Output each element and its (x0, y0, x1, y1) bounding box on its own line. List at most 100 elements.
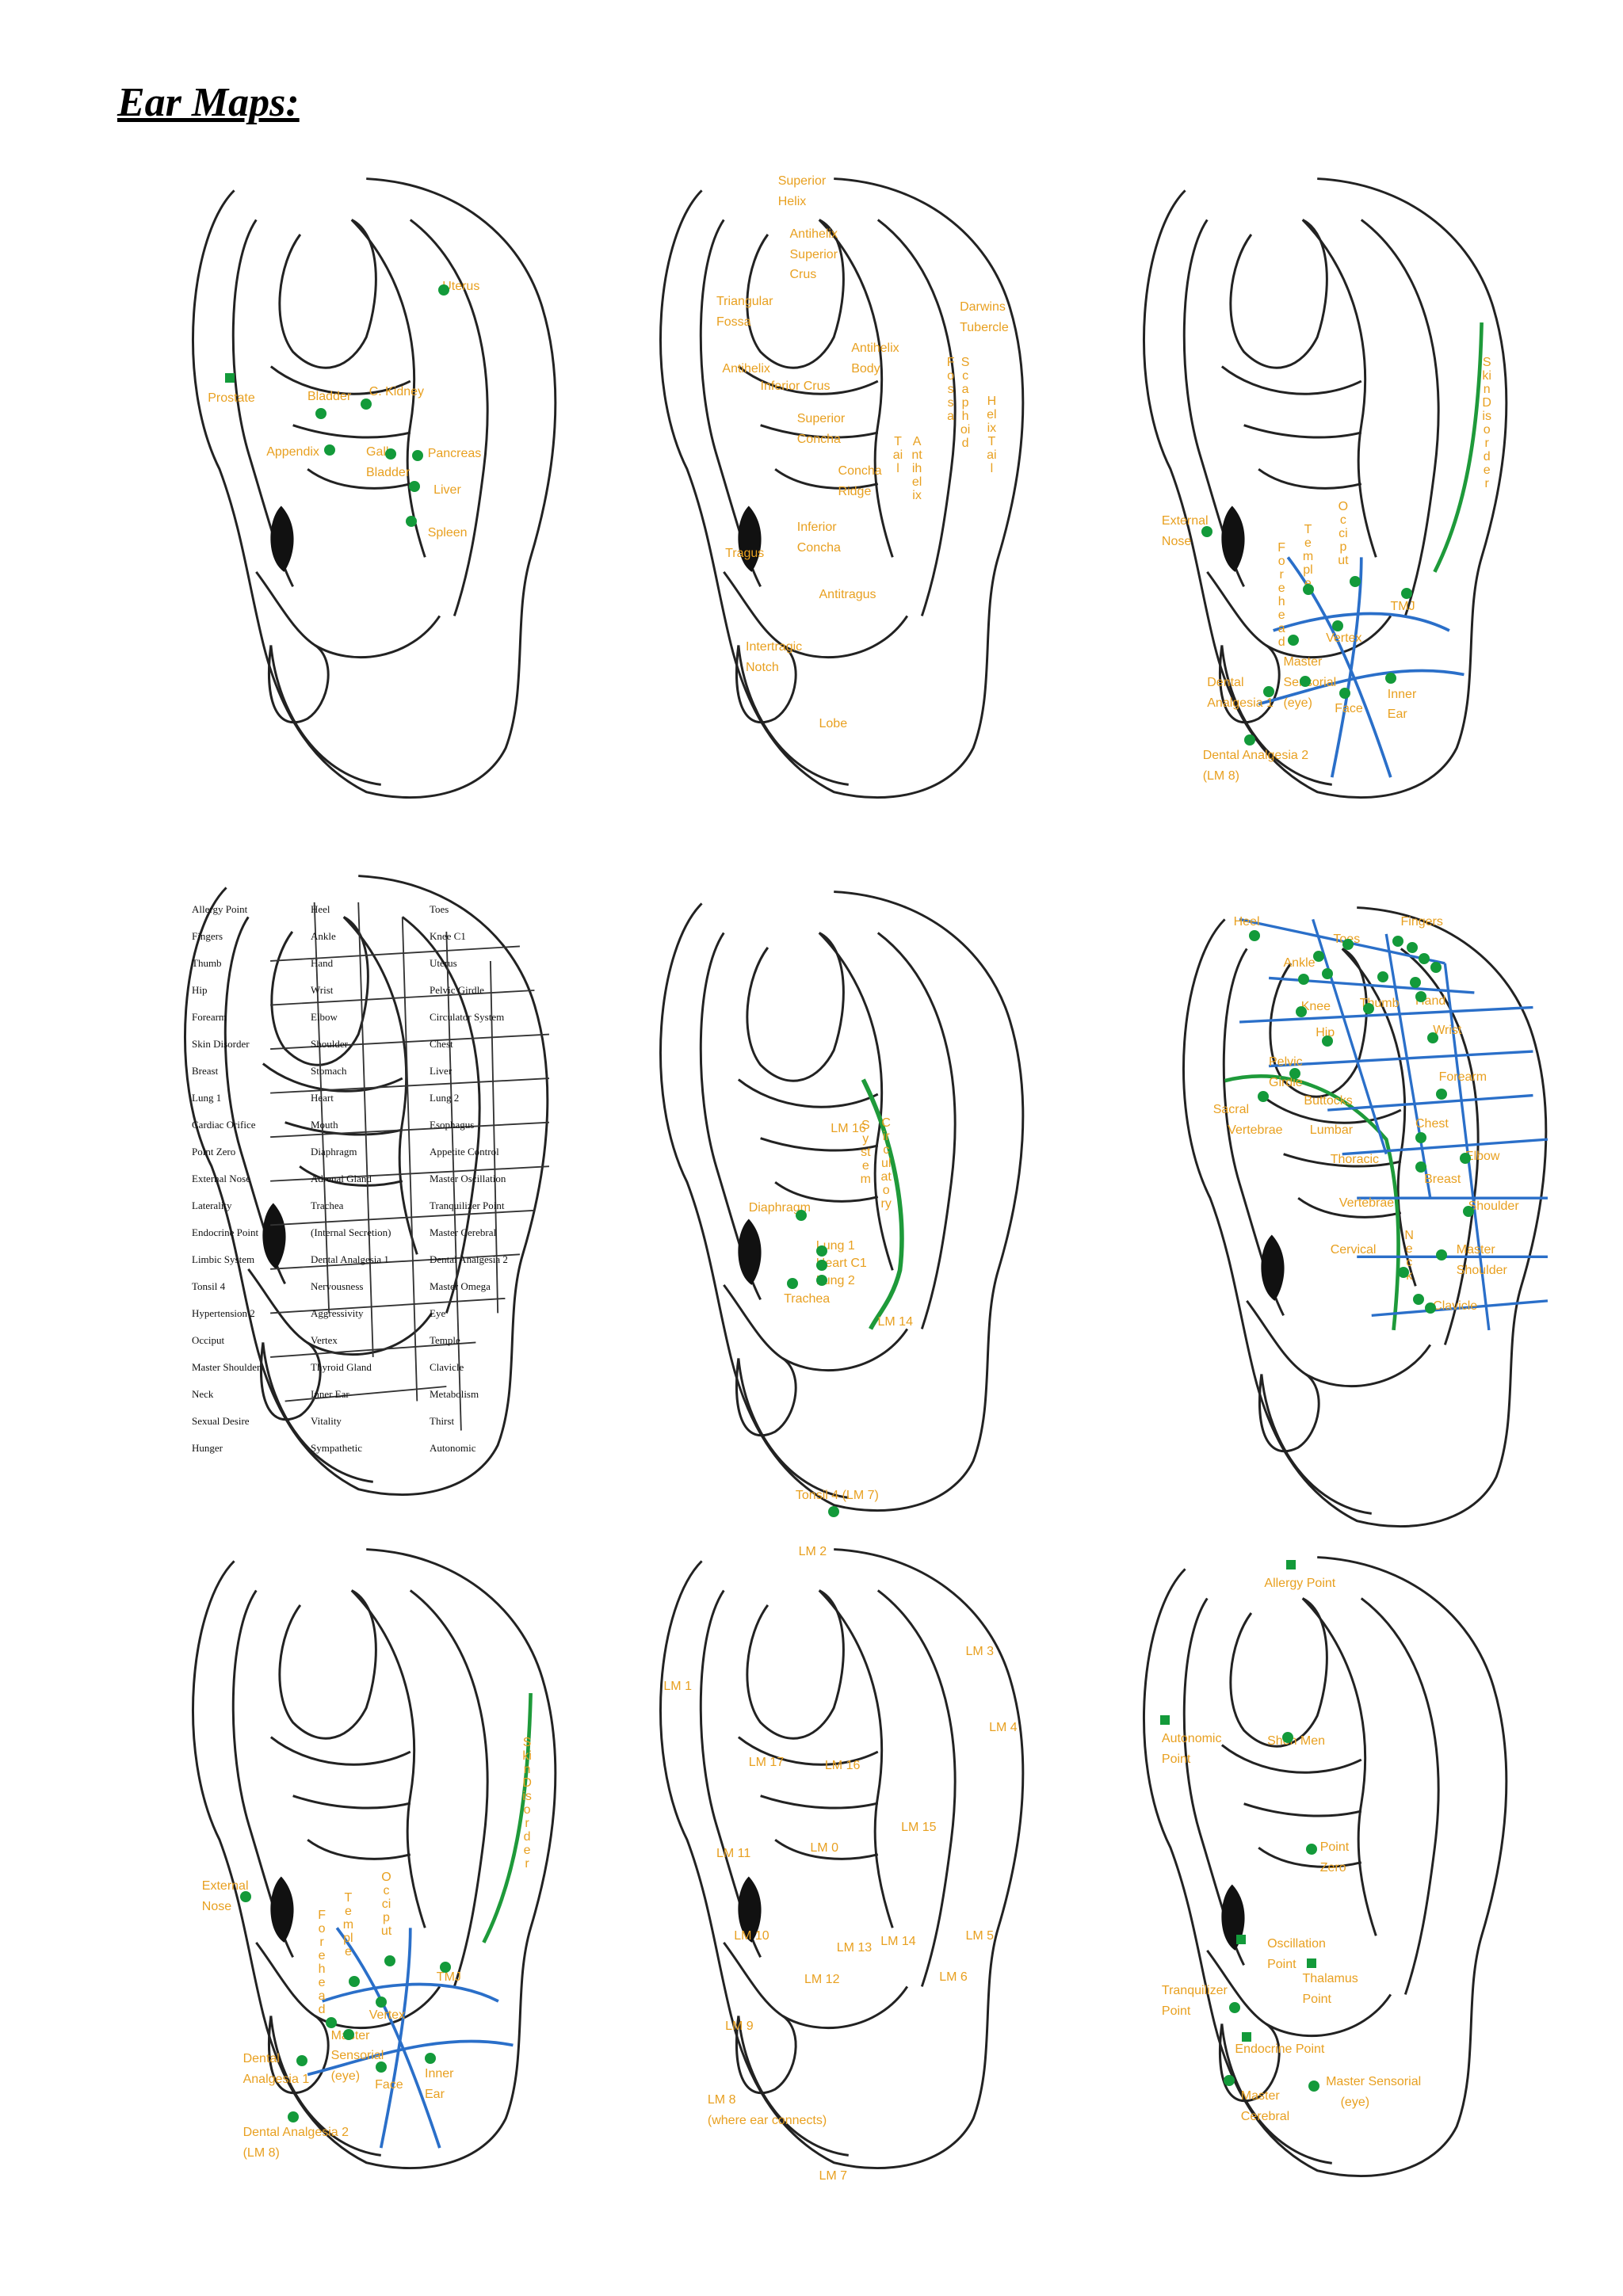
point-label: Ear (1387, 707, 1407, 722)
vertical-label: Fossa (946, 356, 955, 424)
point-label: Concha (796, 540, 841, 555)
ear-map-head: ExternalNoseTMJVertexMasterSensorial(eye… (1141, 174, 1537, 808)
point-label: Darwins (960, 300, 1006, 315)
acupoint-dot (816, 1260, 828, 1272)
reference-map-label: Hypertension 2 (192, 1307, 255, 1319)
point-label: LM 12 (804, 1973, 840, 1987)
acupoint-dot (1331, 620, 1343, 631)
point-label: Concha (796, 432, 841, 446)
reference-map-label: Thumb (192, 957, 222, 969)
acupoint-dot (438, 284, 450, 296)
point-label: Lobe (819, 716, 848, 730)
point-label: Inferior Crus (760, 379, 831, 393)
acupoint-dot (375, 2061, 387, 2073)
acupoint-square (1235, 1935, 1246, 1945)
acupoint-dot (787, 1277, 799, 1289)
acupoint-dot (816, 1245, 828, 1257)
acupoint-dot (439, 1961, 451, 1973)
point-label: Cervical (1330, 1243, 1377, 1257)
reference-map-label: Vitality (311, 1415, 342, 1427)
vertical-label: Neck (1404, 1228, 1414, 1283)
point-label: TMJ (436, 1970, 461, 1984)
point-label: Dental Analgesia 2 (1202, 749, 1309, 763)
reference-map-label: Point Zero (192, 1146, 236, 1158)
reference-map-label: Master Cerebral (430, 1226, 497, 1238)
point-label: Buttocks (1304, 1093, 1353, 1108)
point-label: Heel (1233, 914, 1260, 929)
ear-canal (270, 1876, 294, 1943)
point-label: LM 16 (824, 1759, 861, 1773)
point-label: Master (1283, 654, 1323, 669)
point-label: Point (1161, 2004, 1191, 2018)
point-label: Wrist (1433, 1023, 1462, 1037)
reference-map-label: Dental Analgesia 2 (430, 1253, 508, 1265)
acupoint-dot (287, 2111, 299, 2122)
point-label: LM 4 (989, 1721, 1018, 1734)
point-label: Dental (1207, 675, 1244, 689)
point-label: Superior (796, 411, 846, 425)
point-label: Vertebrae (1228, 1123, 1283, 1137)
vertical-label: System (860, 1119, 871, 1187)
reference-map-label: Lung 1 (192, 1092, 222, 1104)
acupoint-dot (361, 399, 372, 410)
point-label: Point (1161, 1752, 1191, 1766)
point-label: Allergy Point (1264, 1576, 1336, 1590)
point-label: LM 1 (663, 1680, 692, 1694)
acupoint-dot (1362, 1003, 1374, 1015)
ear-canal (738, 1219, 762, 1285)
acupoint-dot (1339, 687, 1351, 699)
reference-map-label: Autonomic (430, 1442, 476, 1454)
point-label: Crus (789, 268, 817, 282)
point-label: Superior (777, 174, 827, 188)
acupoint-dot (1415, 991, 1427, 1003)
point-label: Prostate (208, 391, 255, 405)
point-label: Inner (1387, 687, 1417, 701)
point-label: Thalamus (1302, 1972, 1358, 1986)
acupoint-dot (1462, 1205, 1474, 1217)
reference-map-label: Diaphragm (311, 1146, 357, 1158)
point-label: LM 7 (819, 2169, 848, 2183)
acupoint-dot (1415, 1132, 1427, 1143)
reference-map-label: Shoulder (311, 1038, 348, 1050)
point-label: LM 13 (836, 1940, 873, 1955)
point-label: LM 9 (725, 2019, 754, 2034)
vertical-label: HelixTail (987, 394, 997, 475)
reference-map-label: Appetite Control (430, 1146, 499, 1158)
acupoint-dot (1302, 583, 1314, 595)
point-label: Zero (1319, 1860, 1346, 1875)
acupoint-dot (1407, 941, 1419, 953)
acupoint-dot (1410, 976, 1421, 988)
point-label: LM 15 (901, 1820, 937, 1834)
acupoint-dot (796, 1210, 808, 1222)
point-label: Uterus (442, 280, 480, 294)
acupoint-dot (1419, 953, 1430, 965)
point-label: Knee (1300, 1000, 1331, 1014)
acupoint-dot (1295, 1005, 1307, 1017)
point-label: Tranquilizer (1161, 1983, 1228, 1997)
point-label: Master (1456, 1243, 1495, 1257)
ear-outline (659, 1548, 1025, 2170)
acupoint-dot (425, 2052, 437, 2064)
point-label: Bladder (307, 389, 352, 403)
point-label: Pancreas (427, 447, 482, 461)
reference-map-label: Master Oscillation (430, 1173, 506, 1184)
acupoint-dot (1298, 974, 1310, 986)
reference-map-label: Mouth (311, 1119, 338, 1131)
point-label: Ridge (838, 485, 872, 499)
acupoint-dot (240, 1891, 252, 1902)
vertical-label: Occiput (1338, 499, 1349, 567)
reference-map-label: Allergy Point (192, 903, 248, 915)
reference-map-label: Heart (311, 1092, 334, 1104)
point-label: Elbow (1465, 1149, 1500, 1163)
acupoint-dot (1262, 686, 1274, 698)
acupoint-dot (296, 2055, 307, 2067)
point-label: Analgesia 1 (242, 2073, 310, 2086)
reference-map-label: Breast (192, 1065, 219, 1077)
point-label: Point (1319, 1840, 1350, 1854)
reference-map-label: Laterality (192, 1199, 232, 1211)
reference-map-label: Thirst (430, 1415, 455, 1427)
